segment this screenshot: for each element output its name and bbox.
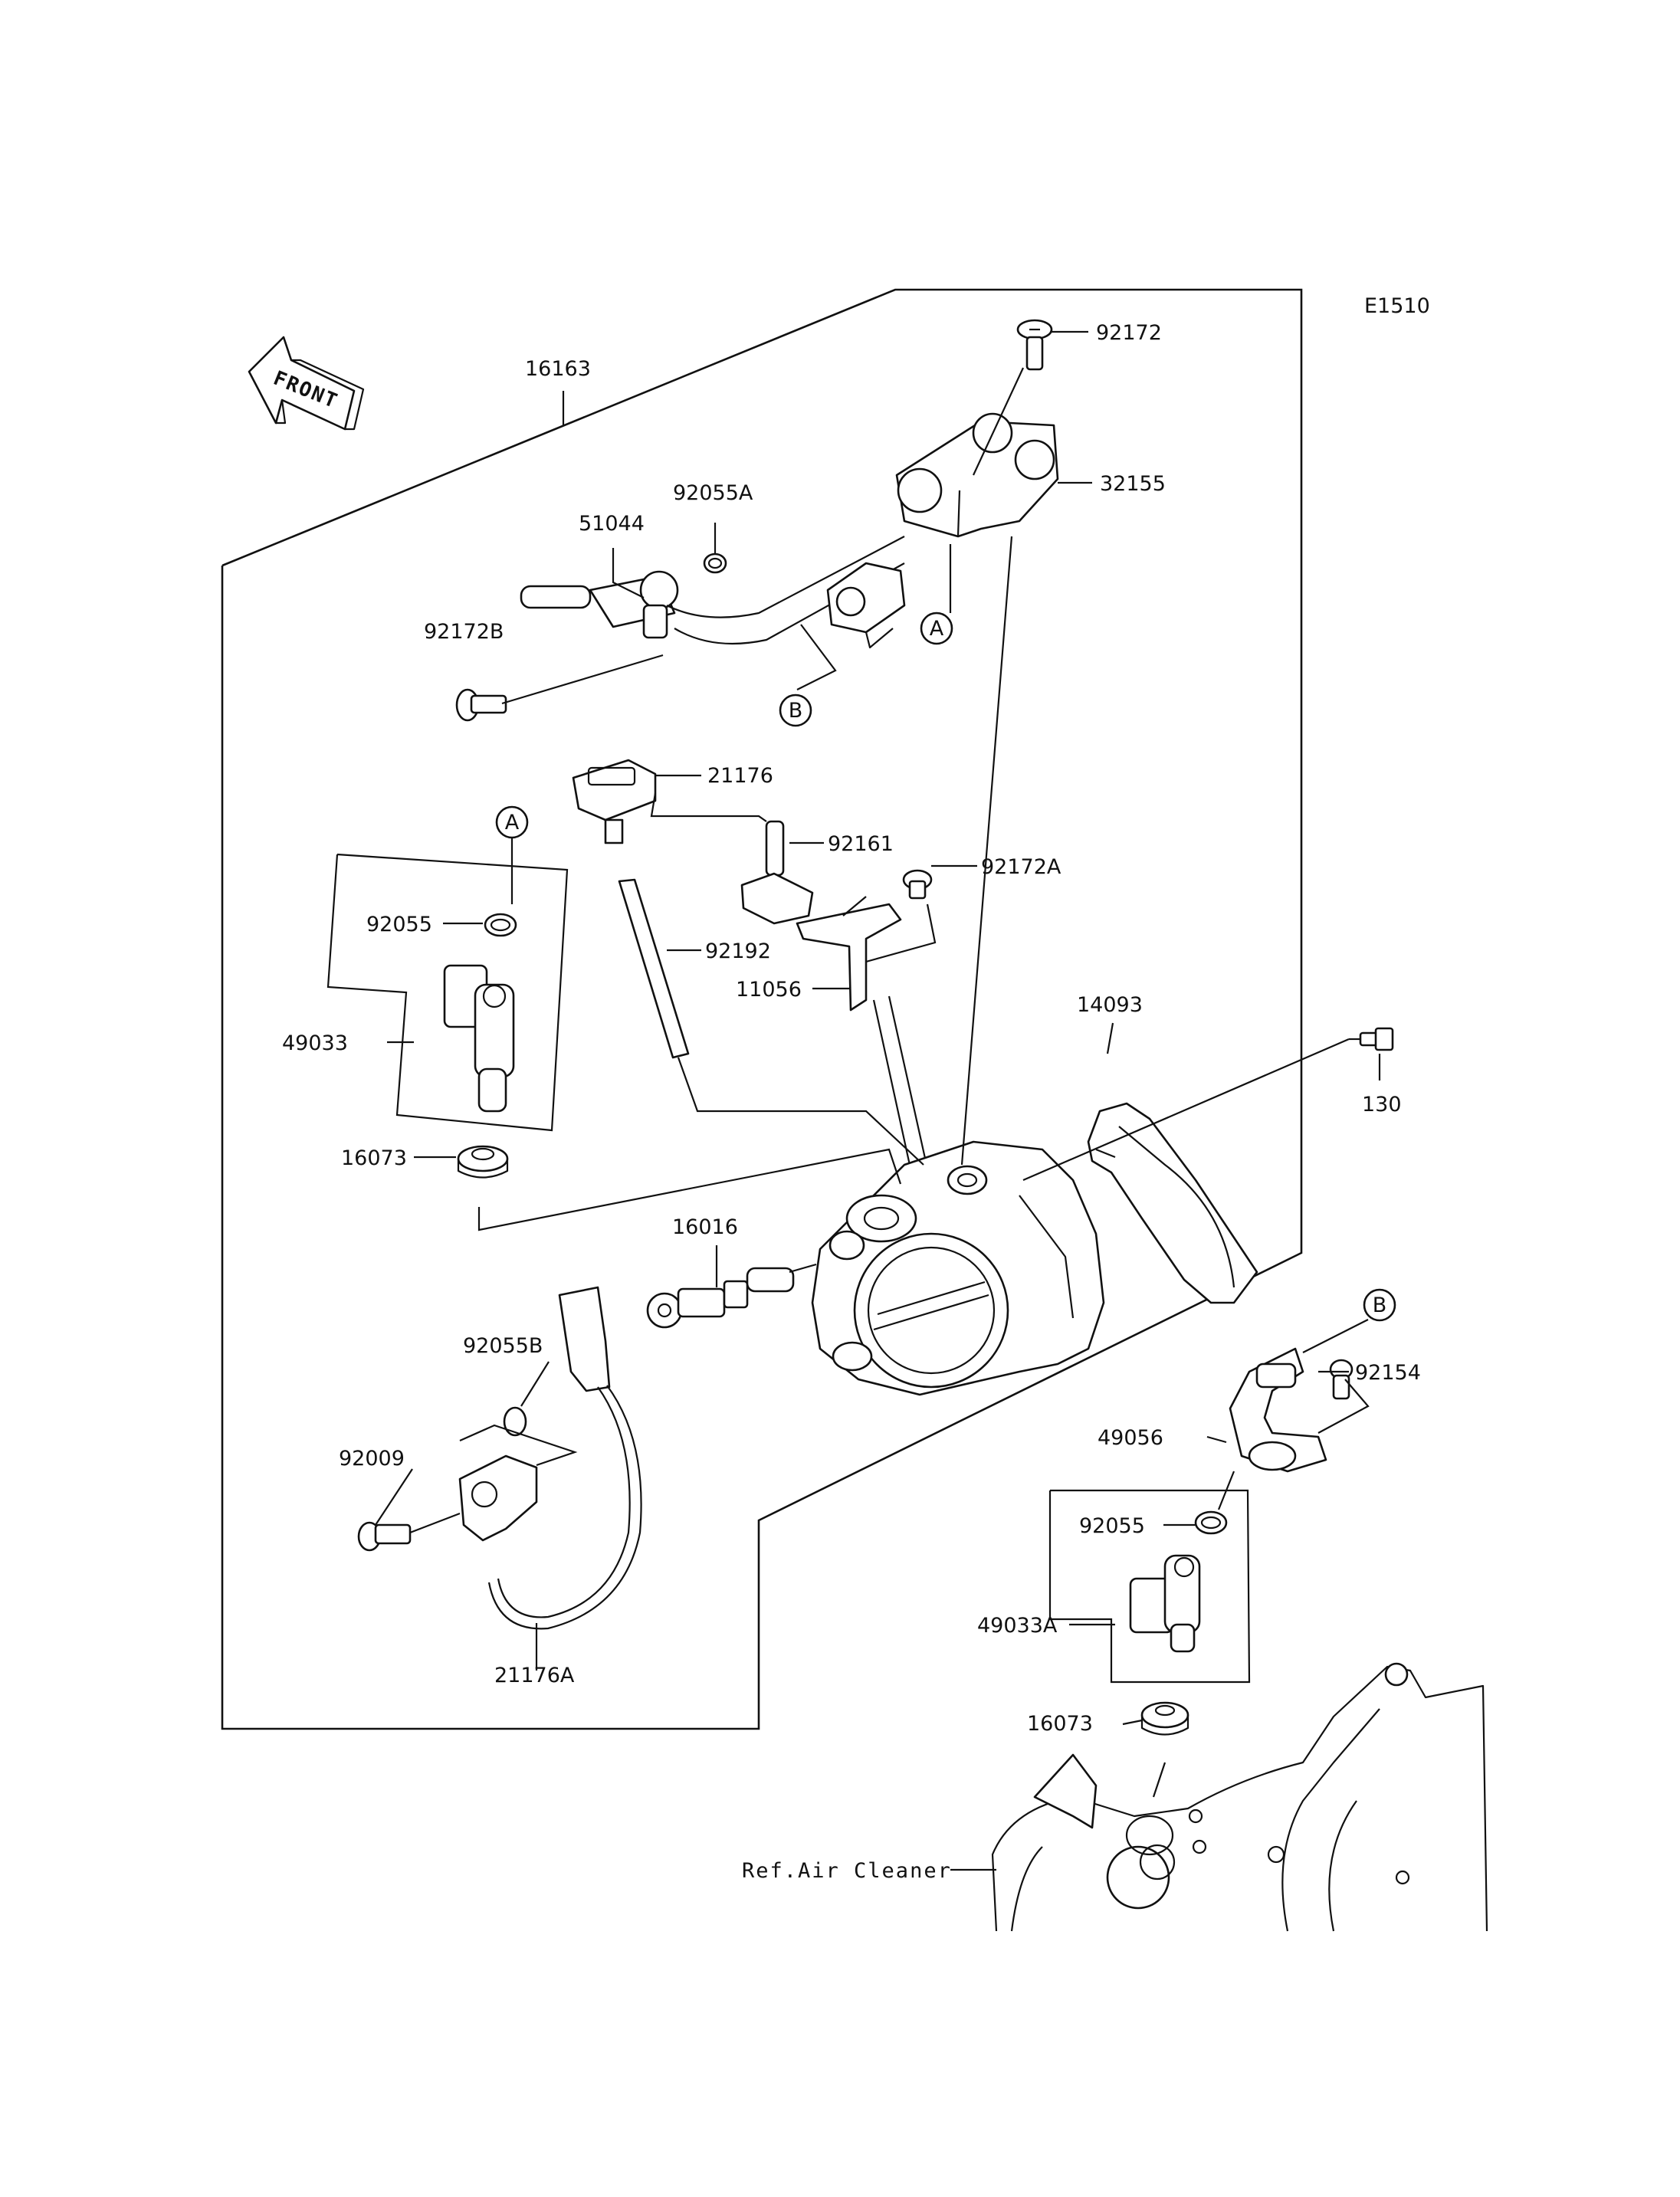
label-92154: 92154	[1355, 1361, 1421, 1385]
joint-49056-icon	[1229, 1347, 1327, 1473]
ref-air-cleaner-note: Ref.Air Cleaner	[742, 1859, 952, 1883]
screw-92172b-icon	[455, 688, 507, 722]
throttle-body-16163	[811, 1140, 1105, 1396]
label-92055a: 92055A	[673, 481, 753, 505]
label-32155: 32155	[1100, 472, 1166, 496]
label-16016: 16016	[672, 1215, 738, 1239]
svg-text:A: A	[505, 811, 520, 835]
connector-21176-icon	[572, 759, 657, 844]
diagram-code: E1510	[1364, 294, 1430, 318]
oring-92055-lower-icon	[1194, 1510, 1228, 1535]
marker-a-left: A	[495, 805, 529, 839]
joint-block-b	[826, 562, 906, 649]
sensor-16016-icon	[646, 1267, 795, 1329]
tube-92161-icon	[740, 820, 814, 925]
label-130: 130	[1362, 1093, 1402, 1117]
label-92055: 92055	[366, 913, 432, 936]
screw-92172a-icon	[902, 869, 933, 900]
leader-lines	[375, 330, 1381, 1871]
label-92172a: 92172A	[981, 855, 1061, 879]
svg-text:A: A	[930, 617, 944, 641]
svg-text:B: B	[1373, 1294, 1387, 1317]
marker-b-right: B	[1363, 1288, 1396, 1322]
harness-21176a-icon	[487, 1286, 642, 1630]
label-51044: 51044	[579, 512, 645, 536]
front-arrow-icon: FRONT	[248, 336, 365, 431]
assembly-frame	[221, 288, 1303, 1730]
bolt-130-icon	[1349, 1027, 1394, 1051]
label-16073-lower: 16073	[1027, 1712, 1093, 1736]
sensor-92009-mount-icon	[458, 1454, 538, 1542]
marker-a-top: A	[920, 612, 953, 645]
label-92009: 92009	[339, 1447, 405, 1471]
label-21176a: 21176A	[494, 1664, 575, 1687]
sensor-box-49033a	[1048, 1489, 1251, 1684]
grommet-16073-lower-icon	[1140, 1701, 1189, 1736]
sensor-box-49033	[326, 853, 569, 1132]
air-cleaner-housing	[991, 1662, 1488, 1932]
label-92055b: 92055B	[463, 1334, 543, 1358]
sensor-49033-icon	[443, 964, 515, 1113]
label-16163: 16163	[525, 357, 591, 381]
oring-92055b-icon	[503, 1406, 527, 1437]
label-49033a: 49033A	[977, 1614, 1058, 1638]
label-11056: 11056	[736, 978, 802, 1002]
screw-92154-icon	[1329, 1359, 1354, 1400]
label-16073: 16073	[341, 1146, 407, 1170]
pipe-assembly-51044	[520, 536, 905, 645]
label-92172b: 92172B	[424, 620, 504, 644]
sensor-49033a-icon	[1129, 1554, 1201, 1653]
grommet-16073-icon	[457, 1145, 509, 1179]
screw-92009-icon	[357, 1521, 412, 1552]
label-92172: 92172	[1096, 321, 1162, 345]
label-92055-lower: 92055	[1079, 1514, 1145, 1538]
screw-92172-icon	[1016, 319, 1053, 371]
label-21176: 21176	[707, 764, 773, 788]
label-92192: 92192	[705, 939, 771, 963]
bracket-32155	[895, 412, 1059, 538]
oring-92055a-icon	[703, 553, 727, 574]
hose-92192-icon	[618, 878, 690, 1059]
label-49056: 49056	[1098, 1426, 1163, 1450]
label-14093: 14093	[1077, 993, 1143, 1017]
cover-14093-icon	[1087, 1102, 1258, 1304]
label-49033: 49033	[282, 1031, 348, 1055]
marker-b-top: B	[779, 694, 812, 727]
label-92161: 92161	[828, 832, 894, 856]
svg-text:B: B	[789, 699, 803, 723]
oring-92055-icon	[484, 913, 517, 937]
